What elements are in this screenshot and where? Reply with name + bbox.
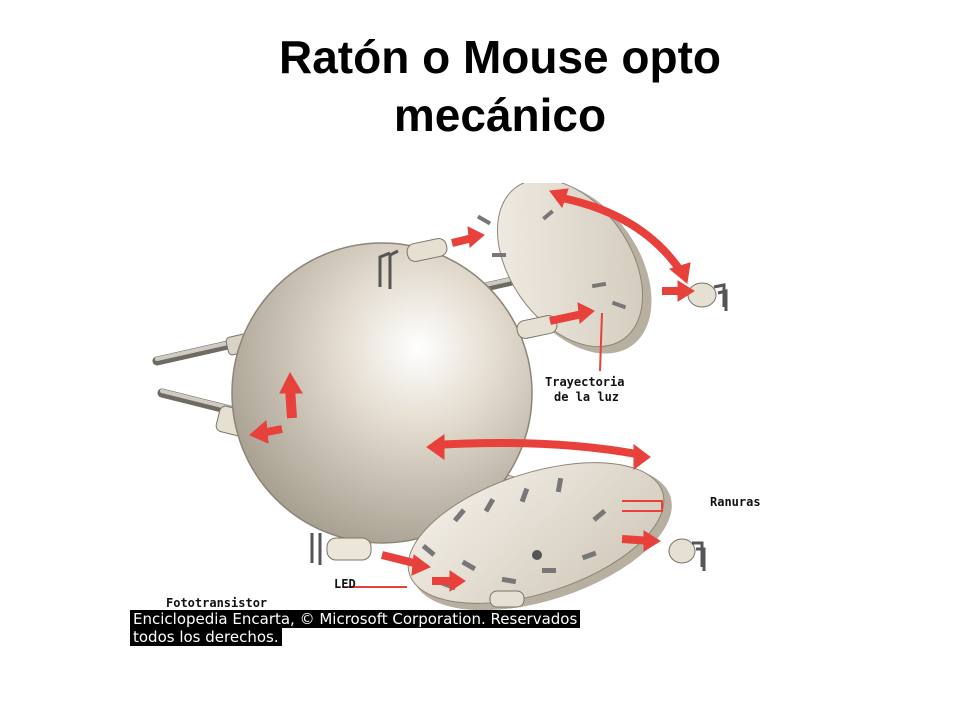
mechanism-diagram: Trayectoria de la luz Ranuras LED Fototr… [152, 183, 761, 611]
motion-arrows [249, 188, 695, 592]
mouse-mechanism-illustration: Trayectoria de la luz Ranuras LED Fototr… [122, 183, 812, 655]
light-path-label-2: de la luz [554, 390, 619, 404]
led-label: LED [334, 577, 356, 591]
credit-line-1: Enciclopedia Encarta, © Microsoft Corpor… [130, 610, 581, 628]
mouse-ball [231, 242, 533, 544]
lower-encoder-disc [407, 462, 672, 611]
light-path-label-1: Trayectoria [545, 375, 624, 389]
slide-title: Ratón o Mouse opto mecánico [200, 28, 800, 144]
slots-label: Ranuras [710, 495, 761, 509]
leader-lines [347, 312, 663, 588]
upper-phototransistor [687, 282, 728, 311]
upper-encoder-disc [476, 183, 652, 354]
title-line-1: Ratón o Mouse opto [278, 31, 722, 83]
credit-line-2: todos los derechos. [130, 628, 282, 646]
lower-led [310, 533, 372, 565]
image-credit: Enciclopedia Encarta, © Microsoft Corpor… [130, 610, 790, 646]
lower-phototransistor [489, 538, 706, 608]
title-line-2: mecánico [393, 89, 607, 141]
phototransistor-label: Fototransistor [166, 596, 267, 610]
upper-led [378, 238, 448, 289]
